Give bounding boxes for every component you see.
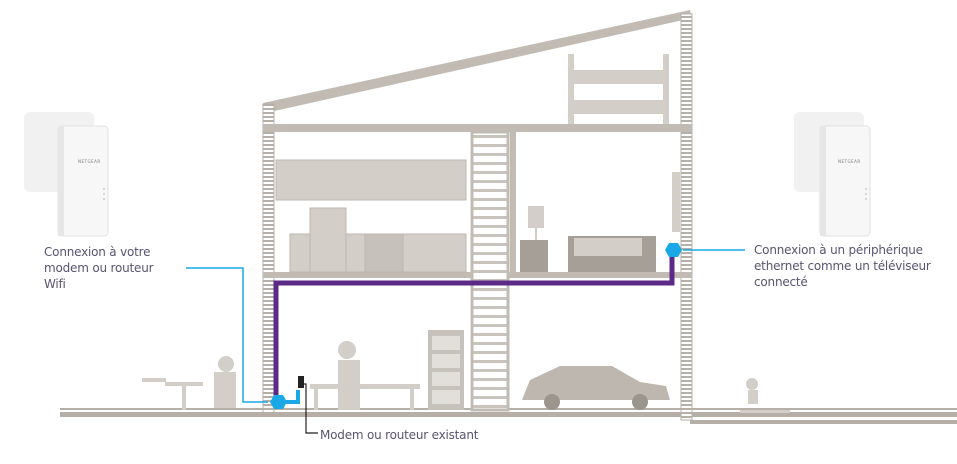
ground-floor-furniture <box>142 330 790 413</box>
right-wall <box>680 13 693 421</box>
roof <box>263 10 692 112</box>
right-adapter-image: NETGEAR <box>794 112 871 237</box>
right-adapter-hex-icon <box>665 243 682 257</box>
svg-text:NETGEAR: NETGEAR <box>838 159 861 164</box>
staircase <box>470 130 510 412</box>
left-adapter-label: Connexion à votre modem ou routeur Wifi <box>44 244 194 292</box>
kitchen <box>275 159 467 273</box>
label-line: modem ou routeur <box>44 261 154 275</box>
powerline-connection <box>273 255 675 398</box>
bunk-bed <box>568 54 669 124</box>
left-connection-line <box>186 267 268 403</box>
left-wall <box>262 103 275 415</box>
living-room <box>520 172 680 272</box>
modem-pointer-line <box>303 383 318 434</box>
svg-text:NETGEAR: NETGEAR <box>78 159 101 164</box>
right-adapter-label: Connexion à un périphérique ethernet com… <box>754 242 954 290</box>
label-line: Connexion à votre <box>44 245 151 259</box>
label-line: connecté <box>754 275 808 289</box>
left-adapter-image: NETGEAR <box>24 112 109 237</box>
label-line: Connexion à un périphérique <box>754 243 923 257</box>
left-adapter-hex-icon <box>270 395 287 409</box>
label-line: ethernet comme un téléviseur <box>754 259 931 273</box>
label-line: Wifi <box>44 277 66 291</box>
modem-label: Modem ou routeur existant <box>320 428 479 442</box>
modem-icon <box>298 376 304 388</box>
